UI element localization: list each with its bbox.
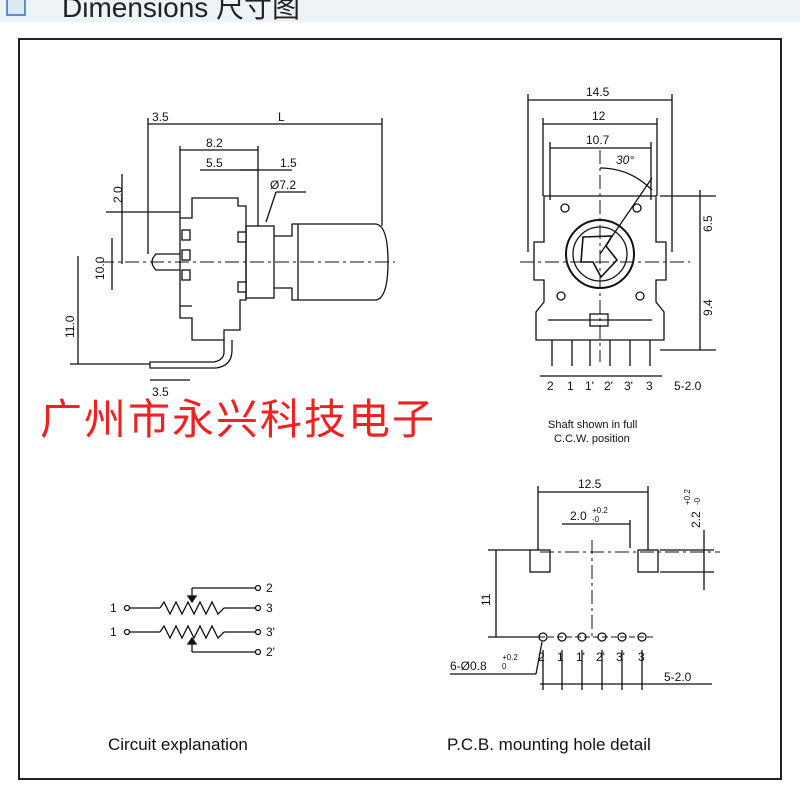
circuit-diagram (123, 584, 262, 656)
circuit-right-label: 2' (266, 645, 275, 659)
front-pin-label: 1 (567, 379, 574, 393)
front-view (520, 94, 716, 377)
header-square-icon (6, 0, 26, 16)
dim-10-7: 10.7 (586, 133, 610, 147)
dim-11-0: 11.0 (63, 315, 77, 338)
dim-pad-2-0: 2.0 (570, 509, 587, 523)
circuit-right-label: 2 (266, 581, 273, 595)
dim-angle-30: 30° (616, 153, 634, 167)
dim-L: L (278, 110, 285, 124)
dim-10-0: 10.0 (93, 256, 107, 280)
dim-holes-tol-bot: 0 (502, 662, 507, 671)
pcb-pin-label: 3' (616, 650, 625, 664)
watermark-text: 广州市永兴科技电子 (40, 395, 437, 444)
dim-3-5-top: 3.5 (152, 110, 169, 124)
side-view (70, 118, 395, 381)
dim-2-0: 2.0 (111, 186, 125, 203)
front-pin-label: 3' (624, 379, 633, 393)
circuit-caption: Circuit explanation (108, 735, 248, 754)
dim-3-5-bottom: 3.5 (152, 385, 169, 399)
dim-pad-2-0-tol-top: +0.2 (592, 506, 608, 515)
dim-phi-7-2: Ø7.2 (270, 178, 296, 192)
circuit-left-label: 1 (110, 601, 117, 615)
shaft-note-line1: Shaft shown in full (548, 419, 637, 431)
dim-14-5: 14.5 (586, 85, 610, 99)
front-pin-label: 2 (547, 379, 554, 393)
dim-12-5: 12.5 (578, 477, 602, 491)
front-pin-label: 3 (646, 379, 653, 393)
front-pin-label: 2' (604, 379, 613, 393)
pcb-hole-detail (450, 486, 720, 690)
dim-1-5: 1.5 (280, 156, 297, 170)
dim-2-2-tol-top: +0.2 (683, 489, 692, 505)
pcb-pitch: 5-2.0 (664, 670, 692, 684)
dim-2-2-tol-bot: -0 (693, 497, 702, 505)
dim-9-4: 9.4 (701, 299, 715, 316)
dim-pad-2-0-tol-bot: -0 (592, 515, 600, 524)
dim-5-5: 5.5 (206, 156, 223, 170)
dim-6-5: 6.5 (701, 215, 715, 232)
pcb-pin-label: 2' (596, 650, 605, 664)
dim-2-2: 2.2 (689, 511, 703, 528)
circuit-left-label: 1 (110, 625, 117, 639)
front-pin-label: 1' (585, 379, 594, 393)
pcb-pin-label: 3 (638, 650, 645, 664)
pcb-pin-label: 1 (557, 650, 564, 664)
dim-holes: 6-Ø0.8 (450, 659, 487, 673)
pcb-pin-label: 2 (538, 650, 545, 664)
pcb-caption: P.C.B. mounting hole detail (447, 735, 651, 754)
section-header: Dimensions 尺寸图 (0, 0, 800, 23)
circuit-right-label: 3 (266, 601, 273, 615)
circuit-right-label: 3' (266, 625, 275, 639)
dim-11-pcb: 11 (479, 593, 493, 606)
dim-8-2: 8.2 (206, 136, 223, 150)
shaft-note-line2: C.C.W. position (554, 433, 630, 445)
dim-12: 12 (592, 109, 606, 123)
drawing-frame (18, 38, 782, 780)
front-pitch: 5-2.0 (674, 379, 702, 393)
pcb-pin-label: 1' (576, 650, 585, 664)
dim-holes-tol-top: +0.2 (502, 653, 518, 662)
section-title: Dimensions 尺寸图 (62, 0, 301, 23)
